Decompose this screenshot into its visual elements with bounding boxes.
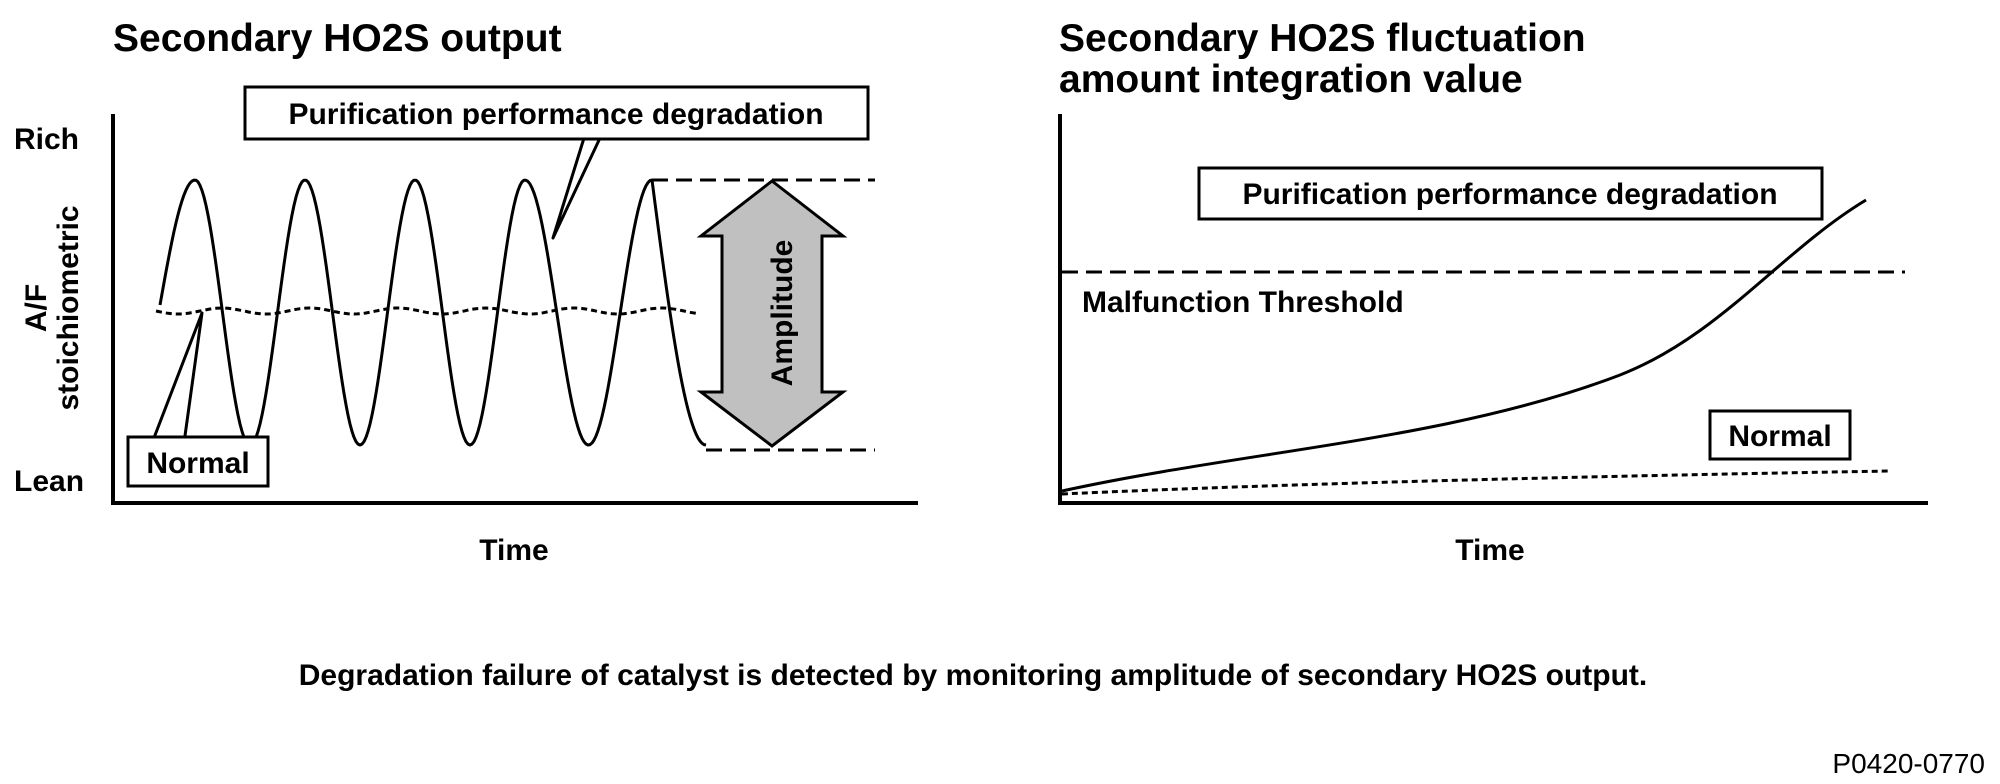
y-axis-stoichiometric-label: stoichiometric (52, 205, 85, 410)
y-axis-rich-label: Rich (14, 123, 79, 156)
degradation-integration-curve (1061, 198, 1867, 493)
malfunction-threshold-label: Malfunction Threshold (1082, 286, 1404, 319)
amplitude-label: Amplitude (766, 240, 799, 387)
left-axes (111, 114, 918, 505)
figure-code: P0420-0770 (1832, 748, 1985, 779)
left-x-axis-label: Time (479, 534, 548, 567)
left-panel-title: Secondary HO2S output (113, 17, 562, 60)
amplitude-arrow (696, 179, 848, 448)
y-axis-lean-label: Lean (14, 465, 84, 498)
normal-callout-right: Normal (1708, 409, 1852, 461)
right-panel: Secondary HO2S fluctuation amount integr… (1058, 17, 1928, 567)
right-x-axis-label: Time (1455, 534, 1524, 567)
normal-callout-left-text: Normal (146, 447, 249, 480)
normal-waveform (155, 306, 700, 316)
right-panel-title-line2: amount integration value (1059, 58, 1523, 101)
y-axis-af-label: A/F (20, 284, 53, 332)
degradation-callout-left: Purification performance degradation (243, 85, 870, 240)
left-panel: Secondary HO2S output Rich Lean A/F stoi… (14, 17, 918, 567)
caption: Degradation failure of catalyst is detec… (299, 659, 1648, 692)
right-panel-title-line1: Secondary HO2S fluctuation (1059, 17, 1586, 60)
normal-integration-curve (1061, 469, 1891, 496)
normal-callout-right-text: Normal (1728, 420, 1831, 453)
right-axes (1058, 114, 1928, 505)
normal-callout-left: Normal (126, 311, 270, 488)
degradation-callout-right: Purification performance degradation (1197, 166, 1824, 221)
degradation-callout-right-text: Purification performance degradation (1242, 178, 1777, 211)
degradation-callout-left-text: Purification performance degradation (288, 98, 823, 131)
